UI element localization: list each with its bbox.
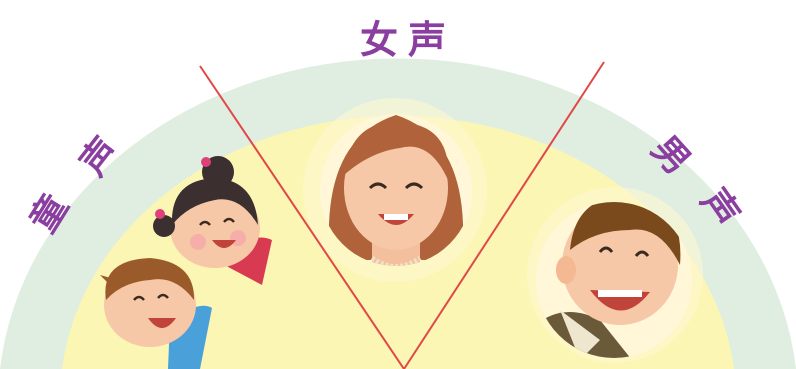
center-label-char-2: 声 [408,18,446,62]
divider-right [403,61,605,369]
boy-figure [100,258,212,369]
woman-icon [320,114,472,266]
girl-figure [153,156,272,285]
divider-left [199,65,405,369]
man-icon [536,202,692,358]
children-icon [100,156,272,369]
center-label-char-1: 女 [360,18,398,62]
